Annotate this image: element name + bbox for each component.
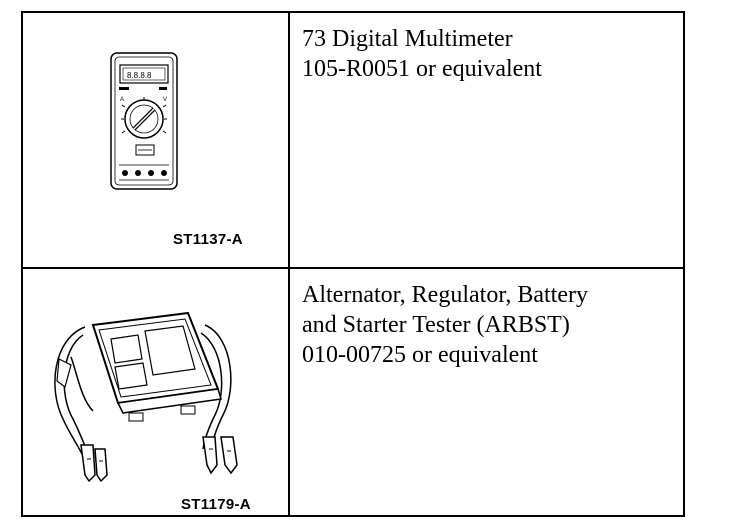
description-line: 010-00725 or equivalent — [302, 342, 538, 368]
description-line: 73 Digital Multimeter — [302, 26, 513, 52]
description-line: and Starter Tester (ARBST) — [302, 312, 570, 338]
illustration-code: ST1137-A — [173, 231, 243, 248]
tool-description: Alternator, Regulator, Battery and Start… — [302, 280, 588, 370]
tool-illustration-cell-multimeter: 8.8.8.8 V A — [23, 13, 288, 267]
digital-multimeter-icon: 8.8.8.8 V A — [110, 52, 178, 190]
tool-illustration-cell-tester: ST1179-A — [23, 269, 288, 515]
battery-starter-tester-icon — [54, 311, 238, 483]
special-tools-table: 8.8.8.8 V A — [21, 11, 685, 517]
tool-description-cell-multimeter: 73 Digital Multimeter 105-R0051 or equiv… — [290, 13, 683, 267]
svg-text:8.8.8.8: 8.8.8.8 — [127, 71, 152, 80]
svg-text:A: A — [120, 97, 124, 103]
description-line: 105-R0051 or equivalent — [302, 56, 542, 82]
column-divider — [288, 13, 290, 515]
description-line: Alternator, Regulator, Battery — [302, 282, 588, 308]
tool-description-cell-tester: Alternator, Regulator, Battery and Start… — [290, 269, 683, 515]
row-divider — [23, 267, 683, 269]
svg-text:V: V — [163, 97, 167, 103]
illustration-code: ST1179-A — [181, 496, 251, 513]
tool-description: 73 Digital Multimeter 105-R0051 or equiv… — [302, 24, 542, 84]
